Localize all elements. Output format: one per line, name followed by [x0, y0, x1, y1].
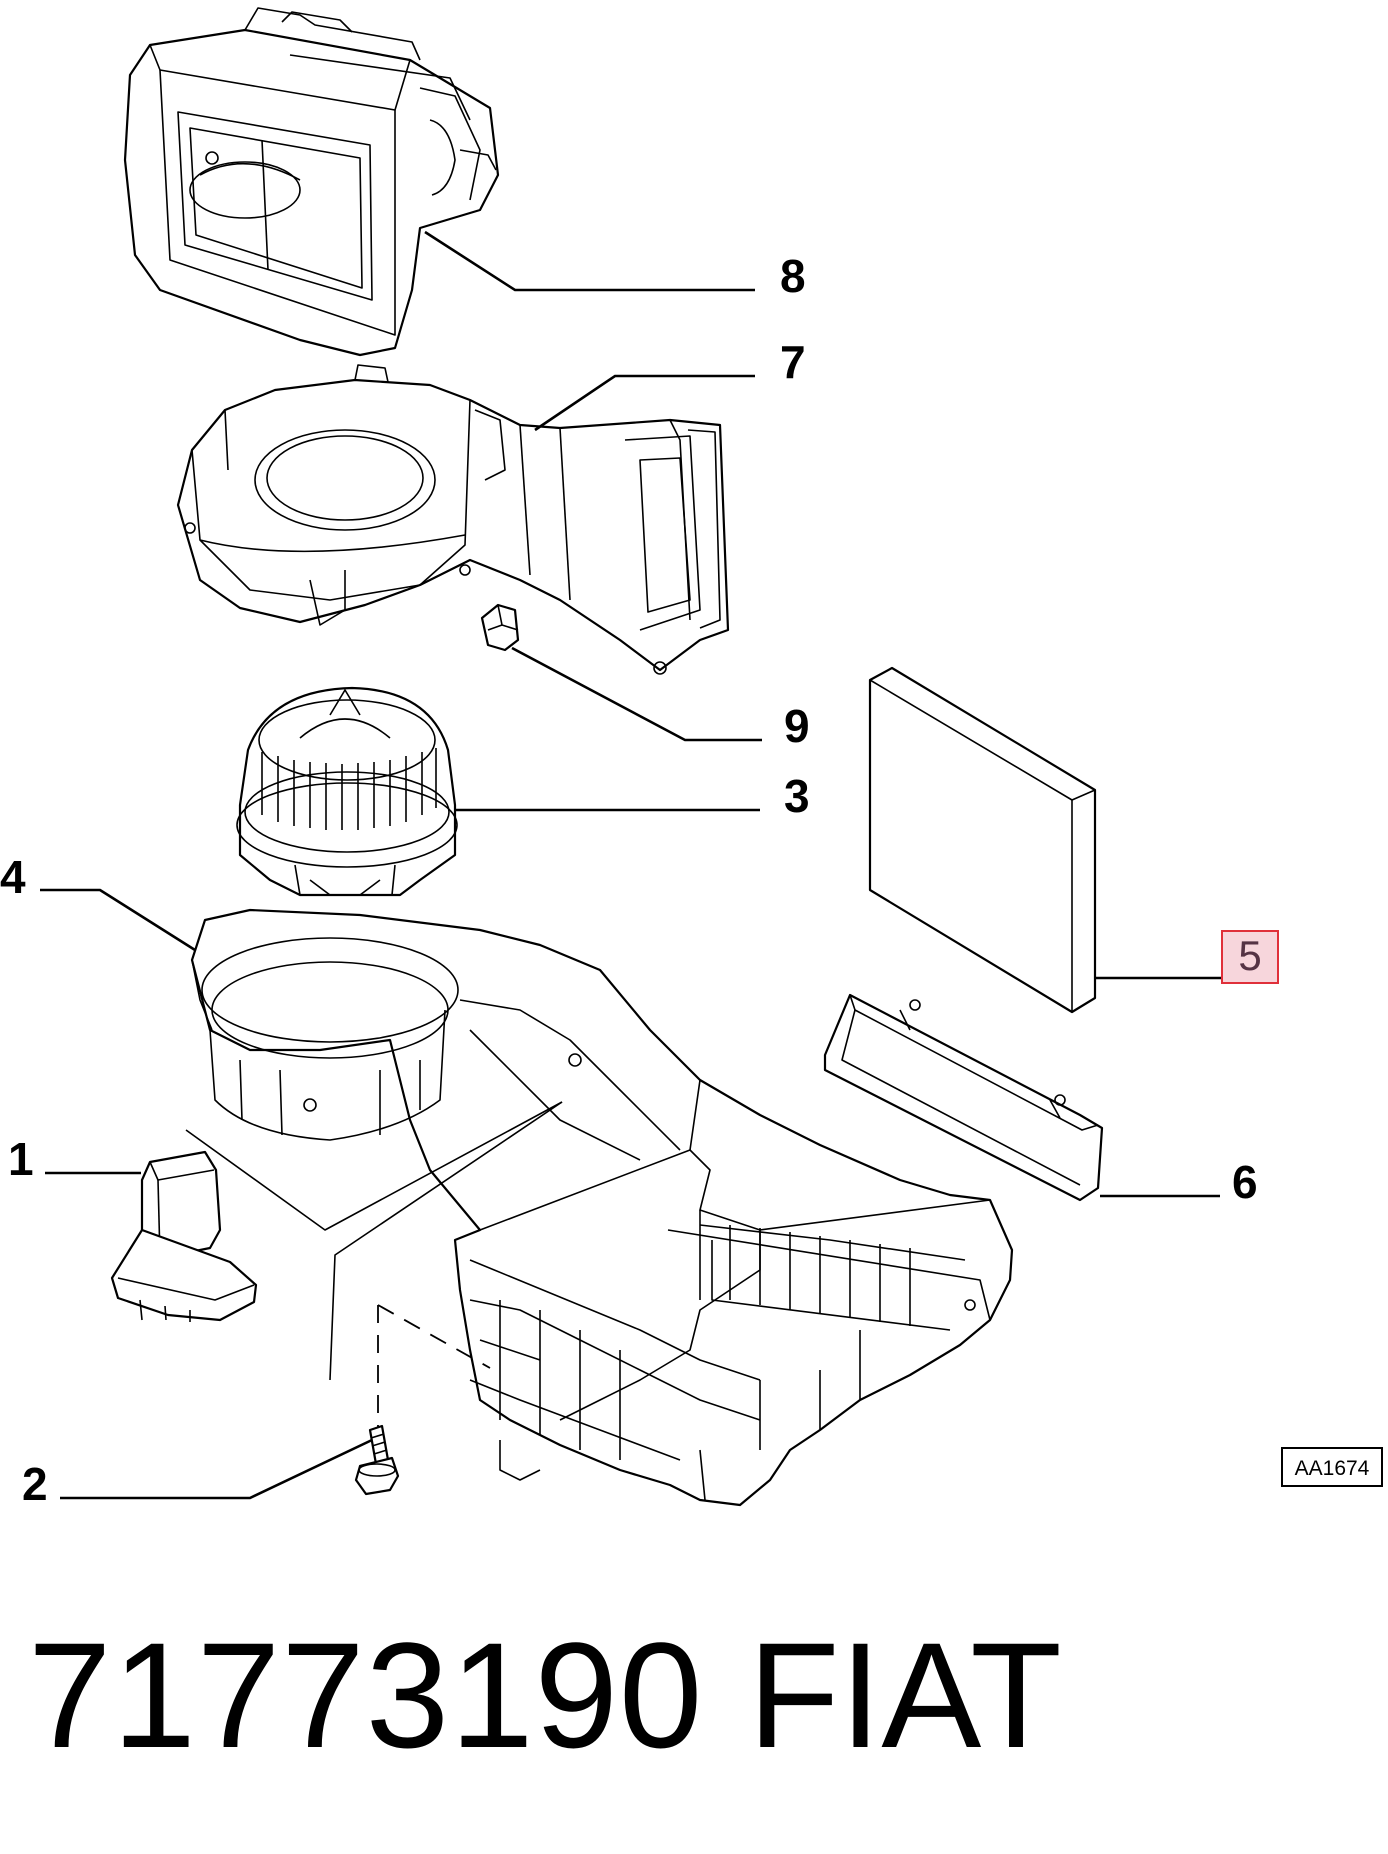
part-9-clip: [480, 603, 520, 652]
part-7-blower-upper-housing: [176, 364, 730, 675]
assembly-vertical-line: [329, 1101, 563, 1381]
reference-code: AA1674: [1295, 1457, 1370, 1480]
callout-8: 8: [780, 250, 806, 302]
brand-name: FIAT: [748, 1611, 1062, 1779]
part-1-blower-resistor: [110, 1150, 258, 1322]
callout-3: 3: [784, 770, 810, 822]
callout-6: 6: [1232, 1156, 1258, 1208]
callout-2: 2: [22, 1458, 48, 1510]
callout-9: 9: [784, 700, 810, 752]
screw-alignment-dashed: [377, 1304, 491, 1369]
part-2-screw: [354, 1424, 400, 1496]
assembly-bracket-line: [185, 1101, 563, 1231]
callout-5: 5: [1238, 932, 1261, 979]
part-6-filter-cover: [823, 993, 1104, 1202]
leader-line-7: [534, 374, 755, 432]
leader-line-2: [60, 1438, 373, 1500]
reference-code-box: AA1674: [1281, 1447, 1383, 1487]
leader-line-9: [511, 646, 762, 742]
callout-4: 4: [0, 851, 26, 903]
callout-1: 1: [8, 1133, 34, 1185]
part-4-blower-lower-housing: [190, 908, 1014, 1507]
leader-line-8: [424, 230, 755, 292]
part-8-air-intake-housing: [123, 7, 500, 357]
part-5-cabin-filter: [868, 666, 1097, 1014]
part-3-blower-motor: [236, 686, 458, 897]
callout-5-highlight-box: [1221, 930, 1279, 984]
leader-line-4: [40, 888, 196, 952]
part-number: 71773190: [28, 1611, 704, 1779]
callout-7: 7: [780, 336, 806, 388]
